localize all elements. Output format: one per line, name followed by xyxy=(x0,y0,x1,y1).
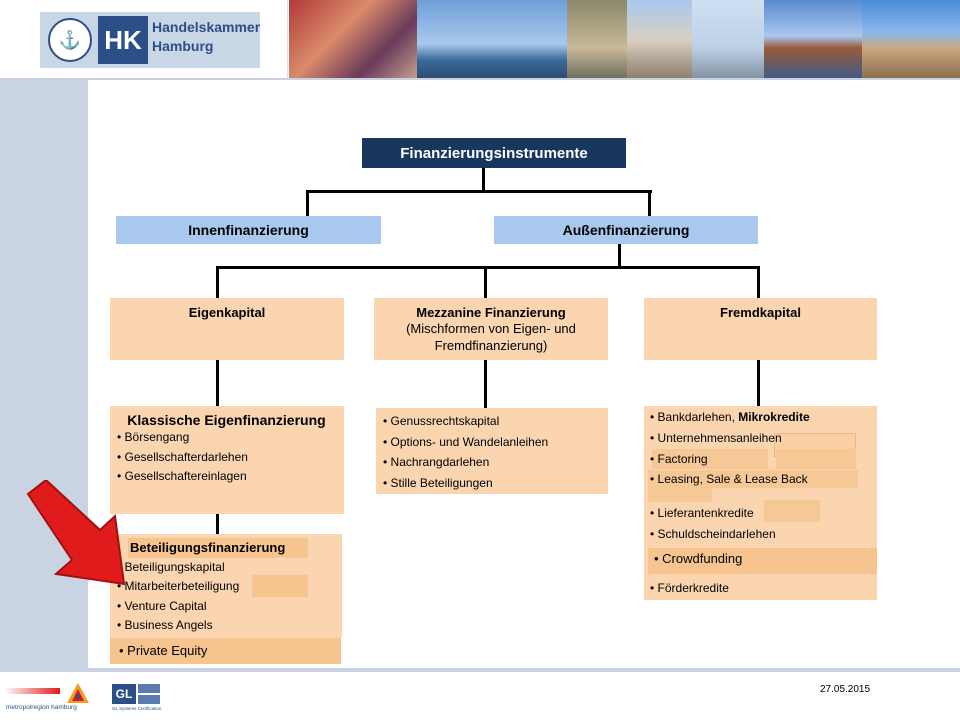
connector xyxy=(216,266,760,269)
connector xyxy=(618,244,621,268)
connector xyxy=(757,360,760,406)
list-item: Genussrechtskapital xyxy=(383,411,608,432)
metropolregion-icon xyxy=(67,683,89,703)
list-item: Gesellschaftereinlagen xyxy=(117,467,344,487)
connector xyxy=(216,360,219,406)
connector xyxy=(648,190,651,216)
connector xyxy=(484,360,487,408)
list-item: Schuldscheindarlehen xyxy=(650,524,776,545)
fremd-item-bold: Mikrokredite xyxy=(738,410,810,424)
fremdkapital-box: Fremdkapital xyxy=(644,298,877,360)
highlight-patch xyxy=(776,449,856,469)
list-item: Venture Capital xyxy=(117,597,207,617)
klassische-title: Klassische Eigenfinanzierung xyxy=(127,412,326,428)
red-arrow-icon xyxy=(26,480,126,586)
root-box: Finanzierungsinstrumente xyxy=(362,138,626,168)
building-photo xyxy=(862,0,960,80)
list-item: Mitarbeiterbeteiligung xyxy=(117,577,240,597)
klassische-eigenfinanzierung-box: Klassische Eigenfinanzierung Börsengang … xyxy=(110,406,344,514)
logo-area: ⚓ HK Handelskammer Hamburg xyxy=(0,0,288,80)
seal-icon: ⚓ xyxy=(48,18,92,62)
list-item: Leasing, Sale & Lease Back xyxy=(650,469,808,490)
skyline-photo xyxy=(692,0,764,80)
highlight-patch xyxy=(648,488,712,502)
fremdkapital-items-box: Bankdarlehen, Mikrokredite Unternehmensa… xyxy=(644,406,877,600)
list-item: Förderkredite xyxy=(650,578,729,599)
metropolregion-logo[interactable]: metropolregion hamburg xyxy=(4,682,96,716)
list-item: Factoring xyxy=(650,449,708,470)
handelskammer-logo[interactable]: ⚓ HK Handelskammer Hamburg xyxy=(40,12,260,68)
beteiligung-title: Beteiligungsfinanzierung xyxy=(130,540,286,555)
header-divider xyxy=(0,78,960,80)
eigenkapital-box: Eigenkapital xyxy=(110,298,344,360)
mezzanine-items-box: Genussrechtskapital Options- und Wandela… xyxy=(376,408,608,494)
beteiligungsfinanzierung-box: Beteiligungsfinanzierung Beteiligungskap… xyxy=(110,534,342,638)
container-ship-photo xyxy=(764,0,862,80)
connector xyxy=(216,514,219,534)
highlight-patch xyxy=(252,575,308,597)
magazines-photo xyxy=(289,0,417,80)
list-item: Stille Beteiligungen xyxy=(383,473,608,494)
highlight-patch xyxy=(128,538,308,558)
highlight-patch xyxy=(764,500,820,522)
list-item: Unternehmensanleihen xyxy=(650,428,782,449)
iso-box xyxy=(138,684,160,693)
list-item: Options- und Wandelanleihen xyxy=(383,432,608,453)
bridge-photo xyxy=(417,0,567,80)
list-item: Beteiligungskapital xyxy=(117,558,225,578)
connector xyxy=(484,266,487,298)
list-item: Bankdarlehen, Mikrokredite xyxy=(650,407,810,428)
metropolregion-label: metropolregion hamburg xyxy=(6,704,77,711)
mezzanine-box: Mezzanine Finanzierung (Mischformen von … xyxy=(374,298,608,360)
gl-badge: GL xyxy=(112,684,136,704)
gl-sub-label: GL Systems Certification xyxy=(112,706,162,711)
private-equity-item: Private Equity xyxy=(110,638,341,664)
aussenfinanzierung-box: Außenfinanzierung xyxy=(494,216,758,244)
connector xyxy=(216,266,219,298)
street-photo xyxy=(567,0,627,80)
logo-line2: Hamburg xyxy=(152,38,214,54)
list-item: Business Angels xyxy=(117,616,213,636)
list-item: Börsengang xyxy=(117,428,344,448)
logo-line1: Handelskammer xyxy=(152,19,261,35)
fremd-item-text: Bankdarlehen, xyxy=(657,410,739,424)
header-banner: ⚓ HK Handelskammer Hamburg xyxy=(0,0,960,80)
mezzanine-subtitle: (Mischformen von Eigen- und Fremdfinanzi… xyxy=(406,321,576,353)
mezzanine-title: Mezzanine Finanzierung xyxy=(416,305,566,320)
list-item: Crowdfunding xyxy=(654,549,742,570)
iso-box xyxy=(138,695,160,704)
footer-date: 27.05.2015 xyxy=(820,684,871,695)
connector xyxy=(482,168,485,192)
connector xyxy=(306,190,309,216)
gl-certification-logo[interactable]: GL GL Systems Certification xyxy=(112,684,162,714)
logo-text: Handelskammer Hamburg xyxy=(152,18,261,56)
list-item: Private Equity xyxy=(119,643,207,658)
list-item: Nachrangdarlehen xyxy=(383,452,608,473)
footer-divider xyxy=(0,668,960,672)
list-item: Gesellschafterdarlehen xyxy=(117,448,344,468)
hk-badge: HK xyxy=(98,16,148,64)
connector xyxy=(306,190,652,193)
innenfinanzierung-box: Innenfinanzierung xyxy=(116,216,381,244)
list-item: Lieferantenkredite xyxy=(650,503,754,524)
townhall-photo xyxy=(627,0,692,80)
red-swoosh xyxy=(4,688,60,694)
connector xyxy=(757,266,760,298)
